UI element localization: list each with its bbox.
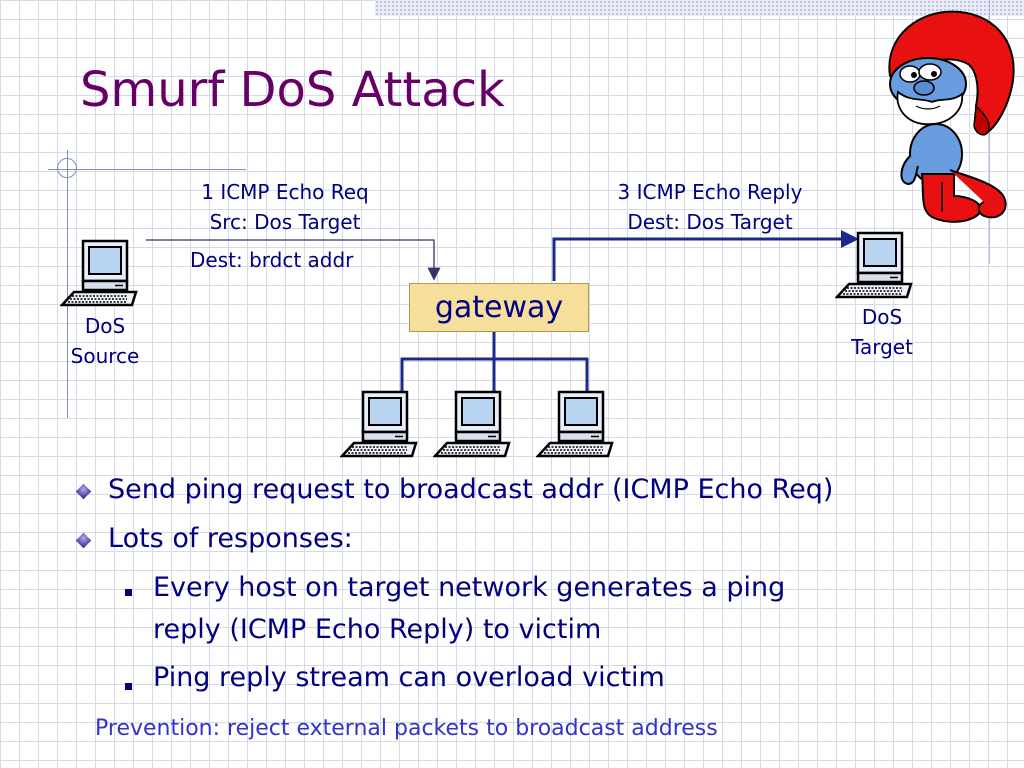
request-label-line-2: Src: Dos Target: [209, 210, 361, 234]
computer-icon: [340, 390, 426, 460]
sub-bullet-item-line: Ping reply stream can overload victim: [153, 662, 665, 693]
target-label-line-1: DoS: [861, 305, 903, 329]
title-underline: [48, 169, 246, 170]
bullet-item: Lots of responses:: [108, 523, 353, 554]
sub-bullet-item-line: reply (ICMP Echo Reply) to victim: [153, 614, 602, 645]
source-label-line-1: DoS: [84, 314, 126, 338]
target-label-line-2: Target: [851, 335, 913, 359]
source-label-line-2: Source: [70, 344, 140, 368]
request-label-line-1: 1 ICMP Echo Req: [201, 180, 369, 204]
smurf-character: [888, 10, 1015, 223]
sub-bullet-item-line: Every host on target network generates a…: [153, 572, 786, 603]
computer-icon: [536, 390, 622, 460]
request-path: [146, 239, 441, 281]
left-decorative-line: [67, 150, 68, 418]
gateway-box: gateway: [409, 283, 589, 332]
computer-icon: [433, 390, 519, 460]
prevention-note: Prevention: reject external packets to b…: [95, 716, 718, 741]
top-decorative-band: [375, 0, 1024, 16]
request-label-line-3: Dest: brdct addr: [190, 248, 354, 272]
reply-label-line-2: Dest: Dos Target: [627, 210, 793, 234]
computer-icon: [835, 231, 921, 301]
bullet-item: Send ping request to broadcast addr (ICM…: [108, 474, 834, 505]
sub-bullet-square-icon: [125, 683, 132, 690]
reply-path: [552, 230, 859, 281]
slide-title: Smurf DoS Attack: [80, 62, 505, 118]
reply-label-line-1: 3 ICMP Echo Reply: [617, 180, 803, 204]
sub-bullet-square-icon: [125, 589, 132, 596]
computer-icon: [60, 239, 146, 309]
decorative-circle: [57, 158, 77, 178]
